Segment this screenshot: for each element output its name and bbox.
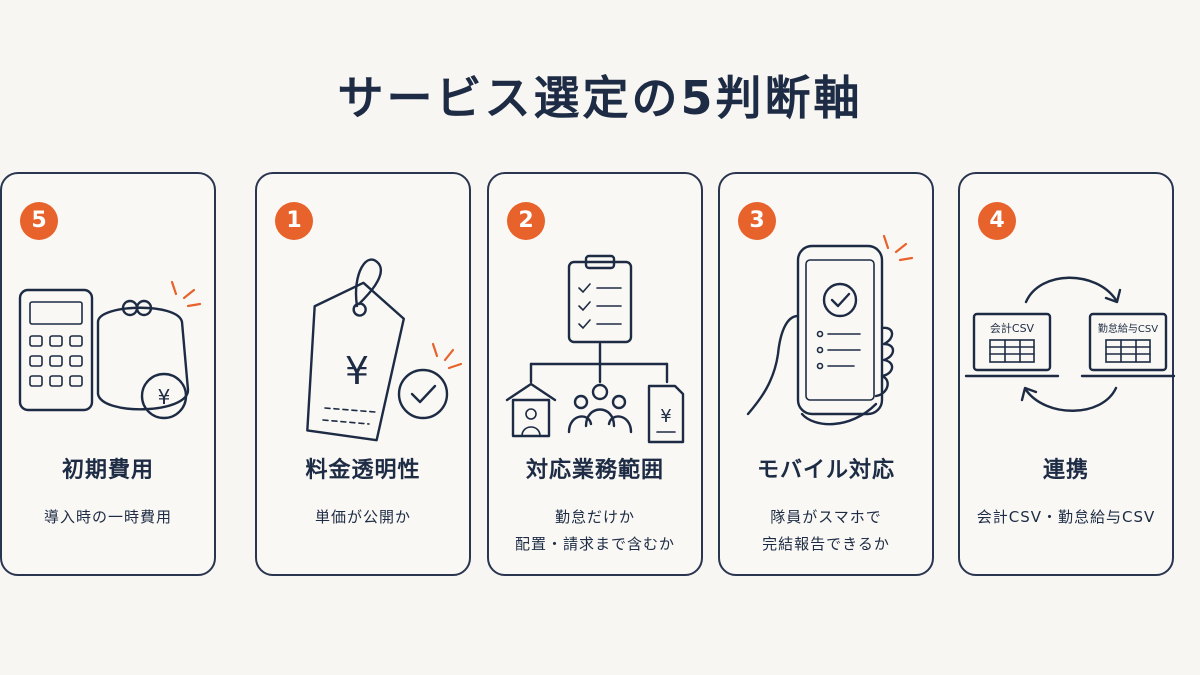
coin-yen-text: ¥ <box>158 385 171 409</box>
card-title: 初期費用 <box>61 458 154 483</box>
smartphone-icon <box>720 204 936 454</box>
card-description: 勤怠だけか 配置・請求まで含むか <box>514 508 675 553</box>
doc-yen-text: ¥ <box>660 406 671 427</box>
step-number-badge: 1 <box>275 202 313 240</box>
clipboard-org-icon: ¥ <box>489 204 705 454</box>
card-integration: 会計CSV 勤怠給与CSV 4 連携 会計CSV・勤怠給与CSV <box>958 172 1176 576</box>
card-initial-cost: ¥ 5 初期費用 導入時の一時費用 <box>0 172 216 576</box>
page-title: サービス選定の5判断軸 <box>337 71 863 125</box>
card-description: 会計CSV・勤怠給与CSV <box>976 508 1156 526</box>
step-number-badge: 2 <box>507 202 545 240</box>
step-number-badge: 3 <box>738 202 776 240</box>
tag-yen-text: ¥ <box>345 349 369 393</box>
card-price-transparency: ¥ 1 料金透明性 単価が公開か <box>255 172 471 576</box>
card-title: 連携 <box>1042 458 1089 483</box>
step-number-badge: 4 <box>978 202 1016 240</box>
price-tag-icon: ¥ <box>257 204 473 454</box>
card-mobile-support: 3 モバイル対応 隊員がスマホで 完結報告できるか <box>718 172 934 576</box>
laptop-label-accounting: 会計CSV <box>990 321 1035 335</box>
step-number-badge: 5 <box>20 202 58 240</box>
card-service-scope: ¥ 2 対応業務範囲 勤怠だけか 配置・請求まで含むか <box>487 172 703 576</box>
card-title: 料金透明性 <box>305 458 421 483</box>
card-title: 対応業務範囲 <box>525 458 664 483</box>
laptop-label-payroll: 勤怠給与CSV <box>1098 322 1158 335</box>
card-title: モバイル対応 <box>756 458 895 483</box>
card-description: 単価が公開か <box>314 508 411 526</box>
calculator-wallet-icon: ¥ <box>2 204 218 454</box>
sync-laptops-icon: 会計CSV 勤怠給与CSV <box>960 204 1176 454</box>
card-description: 隊員がスマホで 完結報告できるか <box>762 508 890 553</box>
card-description: 導入時の一時費用 <box>43 508 172 526</box>
